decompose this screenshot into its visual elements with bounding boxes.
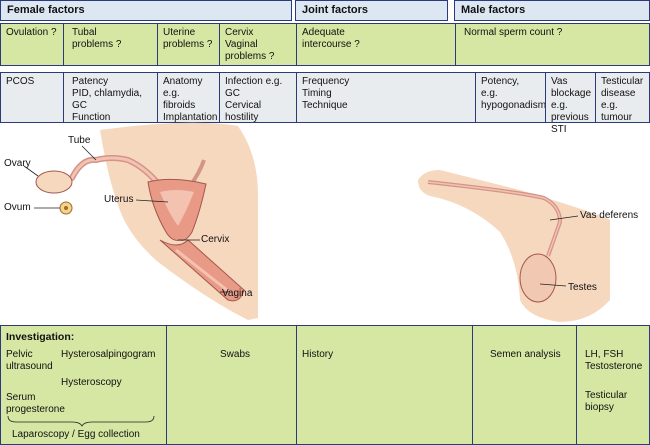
male-silhouette (418, 170, 610, 322)
investigation-title: Investigation: (6, 331, 75, 343)
uterine-cause: Anatomy e.g. fibroids Implantation (157, 73, 219, 123)
swabs: Swabs (220, 349, 251, 360)
potency-cause: Potency, e.g. hypogonadism (475, 73, 546, 122)
vas-deferens-label: Vas deferens (580, 210, 639, 221)
vas-cause: Vas blockage e.g. previous STI (545, 73, 595, 135)
uterus-label: Uterus (104, 194, 134, 205)
hysteroscopy: Hysteroscopy (61, 377, 122, 388)
ovum-label: Ovum (4, 202, 31, 213)
testes-shape (519, 253, 557, 303)
ovary-label: Ovary (4, 158, 31, 169)
testicular-cause: Testicular disease e.g. tumour (595, 73, 650, 123)
ovulation-factor: Ovulation ? (6, 27, 57, 38)
causes-row: PCOS Patency PID, chlamydia, GC Function… (0, 72, 650, 135)
pelvic-ultrasound: Pelvic ultrasound (6, 349, 53, 372)
semen-analysis: Semen analysis (490, 349, 561, 360)
laparoscopy-egg-collection: Laparoscopy / Egg collection (12, 429, 140, 440)
tube-label: Tube (68, 135, 91, 146)
ovary-shape (35, 170, 73, 194)
testes-label: Testes (568, 282, 597, 293)
joint-cause: Frequency Timing Technique (296, 73, 475, 122)
vagina-label: Vagina (222, 288, 253, 299)
investigation-row (0, 325, 650, 445)
pcos-cause: PCOS (6, 76, 35, 87)
male-factors-header: Male factors (454, 0, 650, 21)
uterine-factor: Uterine problems ? (157, 24, 219, 65)
joint-factors-header: Joint factors (295, 0, 448, 21)
cervix-cause: Infection e.g. GC Cervical hostility (219, 73, 296, 123)
female-factors-header: Female factors (0, 0, 292, 21)
hysterosalpingogram: Hysterosalpingogram (61, 349, 156, 360)
tubal-cause: Patency PID, chlamydia, GC Function (63, 73, 157, 123)
lh-fsh-testosterone: LH, FSH Testosterone (585, 349, 643, 372)
factors-row: Ovulation ? Tubal problems ? Uterine pro… (0, 23, 650, 66)
cervix-label: Cervix (201, 234, 230, 245)
history: History (302, 349, 334, 360)
cervix-factor: Cervix Vaginal problems ? (219, 24, 296, 65)
intercourse-factor: Adequate intercourse ? (296, 24, 455, 65)
tubal-factor: Tubal problems ? (63, 24, 157, 65)
testicular-biopsy: Testicular biopsy (585, 390, 628, 413)
sperm-factor: Normal sperm count ? (455, 24, 650, 65)
serum-progesterone: Serum progesterone (6, 392, 65, 415)
